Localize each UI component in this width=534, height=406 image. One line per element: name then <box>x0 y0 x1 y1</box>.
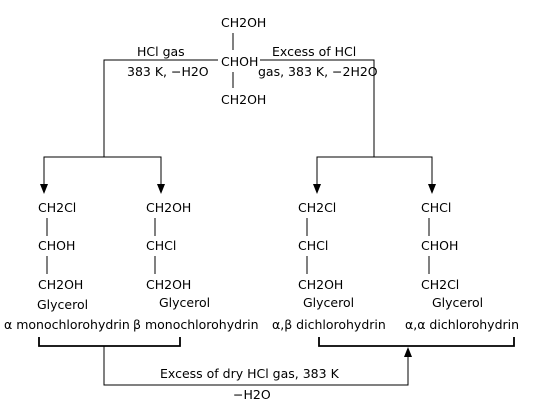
arrow-to-aa-di <box>428 184 436 194</box>
p3-c3: CH2OH <box>298 277 343 292</box>
glycerol-c3: CH2OH <box>221 92 266 107</box>
p1-name-line1: Glycerol <box>37 297 88 312</box>
product-beta-monochlorohydrin: CH2OH CHCl CH2OH Glycerol β monochlorohy… <box>133 200 259 332</box>
p4-name-line2: α,α dichlorohydrin <box>405 317 519 332</box>
p3-name-line1: Glycerol <box>303 295 354 310</box>
glycerol-structure: CH2OH CHOH CH2OH <box>221 15 266 107</box>
right-conditions-label: gas, 383 K, −2H2O <box>258 64 378 79</box>
p1-c2: CHOH <box>38 238 75 253</box>
arrow-to-dichlorohydrins <box>404 347 412 357</box>
p4-name-line1: Glycerol <box>432 295 483 310</box>
p1-c1: CH2Cl <box>38 200 76 215</box>
p1-name-line2: α monochlorohydrin <box>4 317 130 332</box>
right-branch-lines <box>260 59 436 194</box>
p3-name-line2: α,β dichlorohydrin <box>272 317 386 332</box>
dichlorohydrin-bracket <box>318 337 515 347</box>
left-conditions-label: 383 K, −H2O <box>127 64 209 79</box>
arrow-to-ab-di <box>313 184 321 194</box>
p3-c1: CH2Cl <box>298 200 336 215</box>
bottom-reagent-label: Excess of dry HCl gas, 383 K <box>160 366 340 381</box>
p3-c2: CHCl <box>298 238 328 253</box>
p1-c3: CH2OH <box>38 277 83 292</box>
product-alpha-monochlorohydrin: CH2Cl CHOH CH2OH Glycerol α monochlorohy… <box>4 200 130 332</box>
glycerol-c1: CH2OH <box>221 15 266 30</box>
arrow-to-alpha-mono <box>40 184 48 194</box>
p4-c3: CH2Cl <box>421 277 459 292</box>
left-reagent-label: HCl gas <box>137 44 185 59</box>
p2-name-line1: Glycerol <box>159 295 210 310</box>
p2-c2: CHCl <box>146 238 176 253</box>
bottom-byproduct-label: −H2O <box>233 387 271 402</box>
p4-c2: CHOH <box>421 238 458 253</box>
arrow-to-beta-mono <box>157 184 165 194</box>
glycerol-c2: CHOH <box>221 54 258 69</box>
product-ab-dichlorohydrin: CH2Cl CHCl CH2OH Glycerol α,β dichlorohy… <box>272 200 386 332</box>
right-reagent-label: Excess of HCl <box>272 44 356 59</box>
left-branch-lines <box>40 59 218 194</box>
p4-c1: CHCl <box>421 200 451 215</box>
p2-name-line2: β monochlorohydrin <box>133 317 259 332</box>
bottom-conversion-path <box>103 346 412 386</box>
product-aa-dichlorohydrin: CHCl CHOH CH2Cl Glycerol α,α dichlorohyd… <box>405 200 519 332</box>
p2-c1: CH2OH <box>146 200 191 215</box>
monochlorohydrin-bracket <box>38 337 181 347</box>
p2-c3: CH2OH <box>146 277 191 292</box>
